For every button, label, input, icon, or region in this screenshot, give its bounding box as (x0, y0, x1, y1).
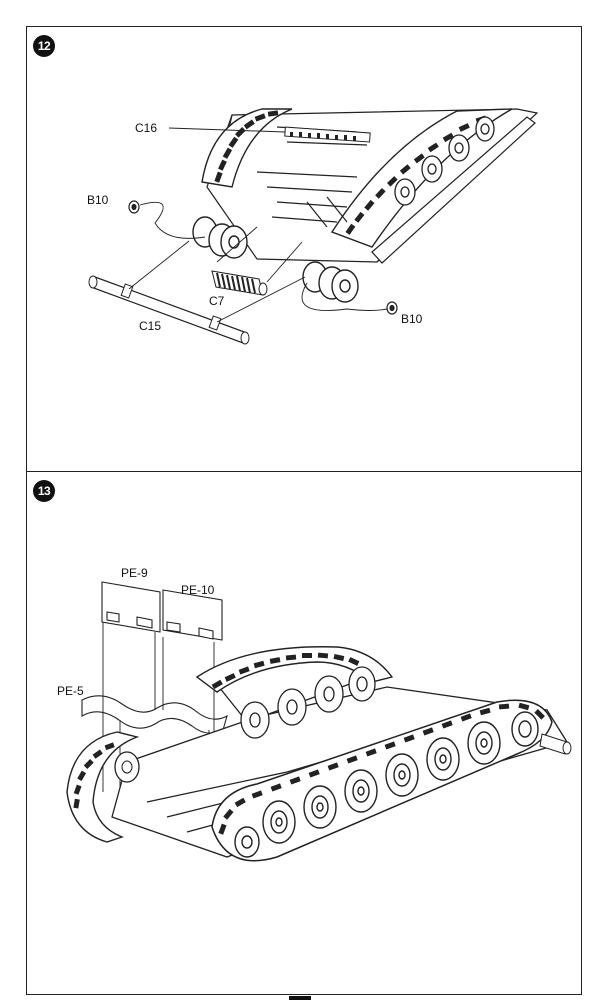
part-pe5 (81, 695, 228, 734)
label-c15: C15 (139, 319, 162, 333)
near-track-links (218, 702, 545, 835)
far-track-links (211, 652, 360, 690)
left-track-links (214, 110, 279, 183)
front-axle (539, 733, 572, 755)
far-road-wheels (240, 666, 376, 739)
label-b10-right: B10 (401, 312, 423, 326)
near-track (211, 699, 553, 862)
step-number-badge: 13 (33, 480, 55, 502)
label-c16: C16 (135, 121, 158, 135)
page-footer-mark (289, 996, 311, 1007)
part-c7 (211, 270, 268, 296)
step-number-badge: 12 (33, 35, 55, 57)
step-13-illustration (66, 581, 572, 862)
photo-etch-plates (101, 581, 223, 641)
label-b10-left: B10 (87, 193, 109, 207)
label-c7: C7 (209, 294, 225, 308)
road-wheels-step12 (394, 116, 495, 206)
step-12-panel: 12 (26, 26, 582, 472)
part-c15 (88, 275, 250, 345)
part-c16 (284, 126, 371, 143)
label-pe9: PE-9 (121, 566, 148, 580)
step-13-panel: 13 (26, 471, 582, 995)
step-12-illustration (88, 108, 539, 345)
near-road-wheels (234, 711, 539, 858)
idler-wheels (192, 216, 359, 303)
label-pe5: PE-5 (57, 684, 84, 698)
label-pe10: PE-10 (181, 583, 215, 597)
left-track (66, 731, 140, 843)
